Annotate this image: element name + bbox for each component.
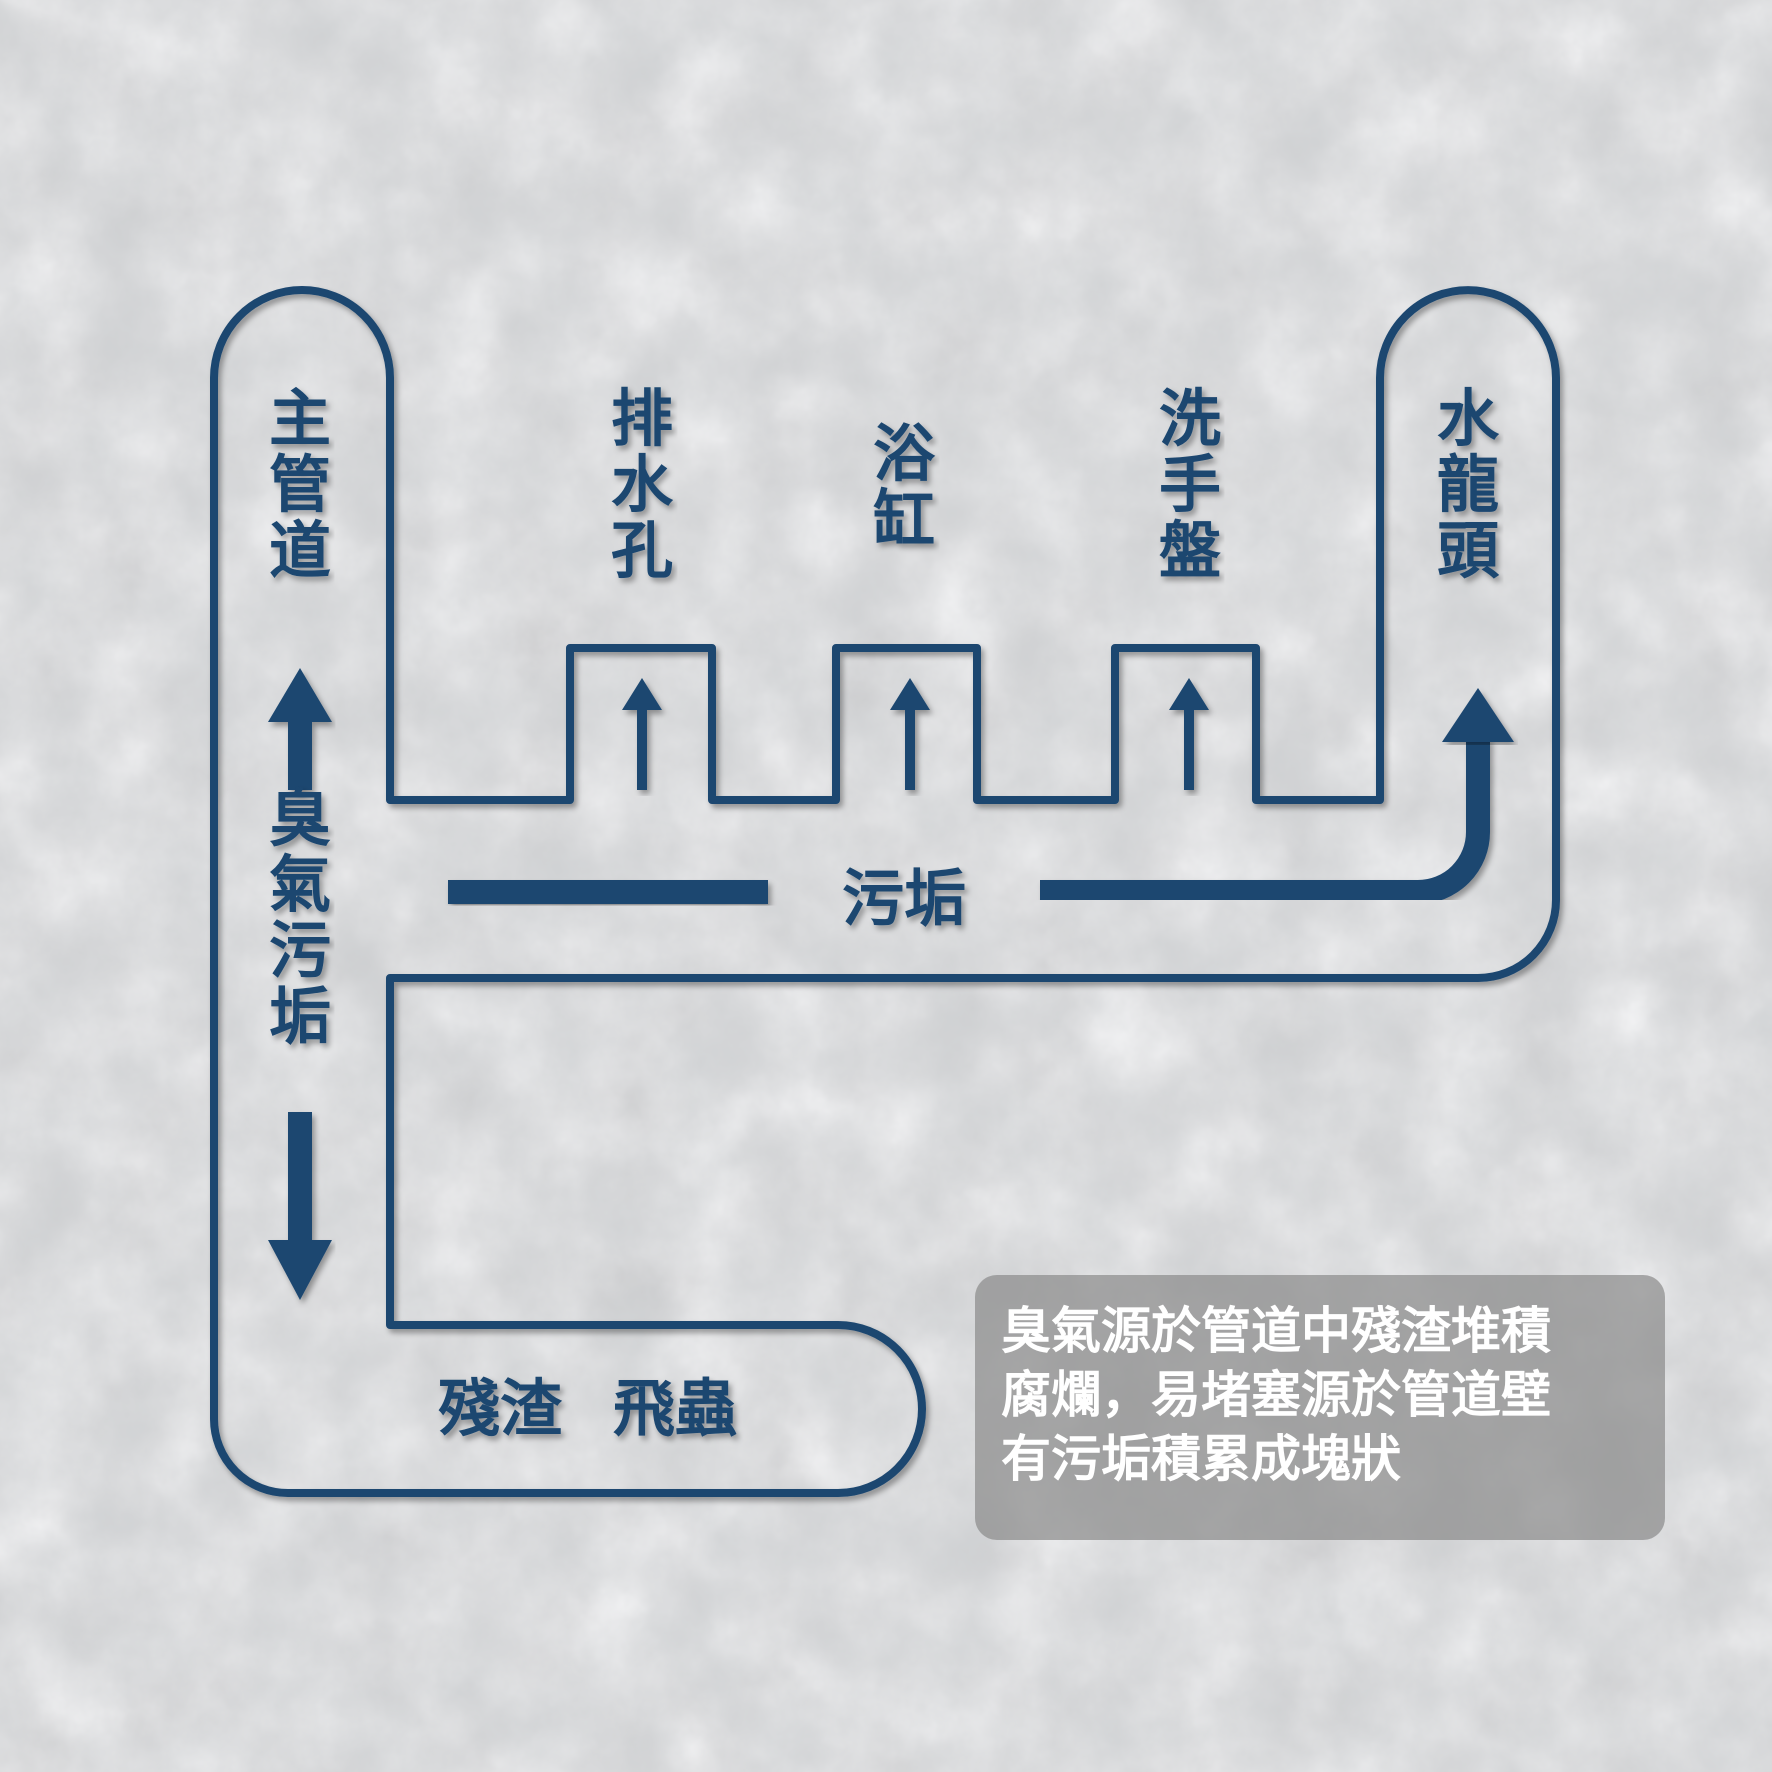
pipe-outline bbox=[210, 286, 1560, 1497]
up-arrow-icon bbox=[622, 678, 662, 710]
grime-label: 污垢 bbox=[842, 862, 966, 935]
up-arrow-icon bbox=[268, 668, 332, 722]
flying-insects-label: 飛蟲 bbox=[613, 1372, 737, 1445]
note-line-3: 有污垢積累成塊狀 bbox=[1001, 1430, 1401, 1488]
odor-arrow-up-shaft bbox=[288, 718, 312, 790]
main-pipe-label: 主管道 bbox=[269, 382, 331, 587]
drain-hole-label: 排水孔 bbox=[611, 382, 674, 587]
note-line-1: 臭氣源於管道中殘渣堆積 bbox=[1001, 1302, 1551, 1360]
flow-arrow-drain-shaft bbox=[637, 705, 647, 790]
flow-arrow-washbasin-shaft bbox=[1184, 705, 1194, 790]
up-arrow-icon bbox=[1169, 678, 1209, 710]
down-arrow-icon bbox=[268, 1240, 332, 1300]
up-arrow-icon bbox=[890, 678, 930, 710]
flow-arrow-bathtub-shaft bbox=[905, 705, 915, 790]
grime-flow-to-faucet bbox=[1040, 738, 1490, 904]
residue-label: 殘渣 bbox=[438, 1372, 563, 1445]
up-arrow-icon bbox=[1442, 688, 1514, 742]
washbasin-label: 洗手盤 bbox=[1159, 382, 1221, 587]
odor-arrow-down-shaft bbox=[288, 1112, 312, 1244]
grime-bar-left bbox=[448, 880, 768, 904]
explanation-note: 臭氣源於管道中殘渣堆積 腐爛，易堵塞源於管道壁 有污垢積累成塊狀 bbox=[975, 1275, 1665, 1540]
note-line-2: 腐爛，易堵塞源於管道壁 bbox=[1001, 1366, 1551, 1424]
bathtub-label: 浴缸 bbox=[873, 417, 936, 556]
faucet-label: 水龍頭 bbox=[1437, 382, 1500, 587]
odor-grime-label: 臭氣污垢 bbox=[269, 782, 331, 1053]
